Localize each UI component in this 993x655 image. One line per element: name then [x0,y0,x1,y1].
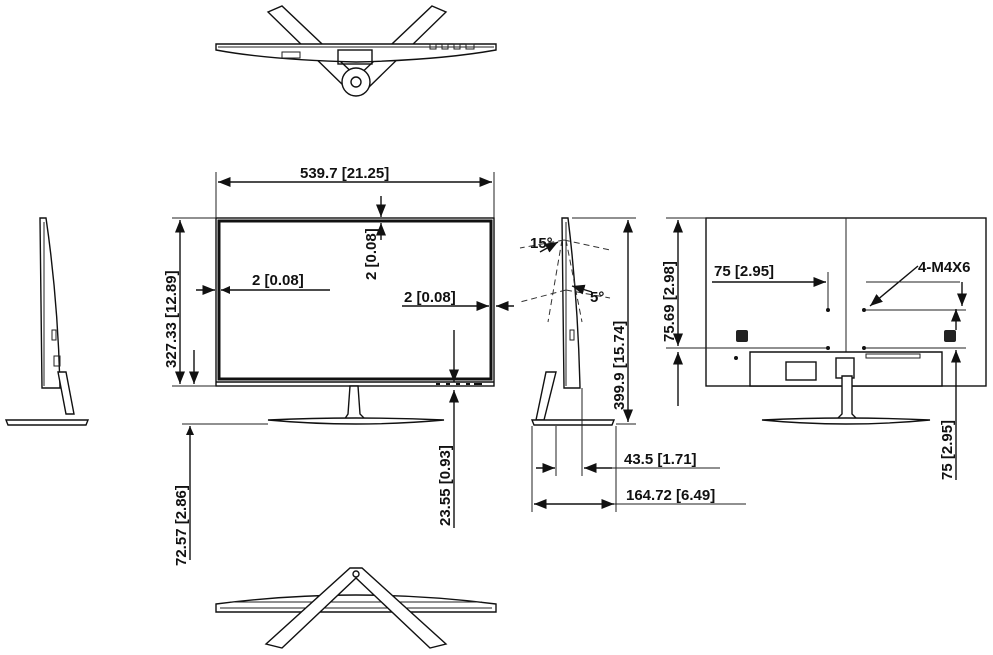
vesa-offset-label: 75.69 [2.98] [661,261,678,342]
top-view [215,5,497,97]
front-dimensions: 539.7 [21.25] 2 [0.08] 2 [0.08] 2 [0.08]… [163,165,514,566]
bezel-top-label: 2 [0.08] [363,228,380,280]
width-label: 539.7 [21.25] [300,165,389,182]
vesa-v-label: 75 [2.95] [939,420,956,480]
depth-panel-label: 43.5 [1.71] [624,451,697,468]
front-buttons [436,383,482,385]
front-view [215,217,495,425]
bezel-right-label: 2 [0.08] [404,289,456,306]
bottom-offset-label: 23.55 [0.93] [437,445,454,526]
left-side-view [4,217,90,426]
rear-view [705,217,987,425]
right-side-view [519,217,616,426]
height-upper-label: 327.33 [12.89] [163,270,180,368]
rear-dimensions: 75.69 [2.98] 75 [2.95] 4-M4X6 75 [2.95] [661,217,971,480]
tilt-forward-label: 5° [590,289,604,306]
screw-label: 4-M4X6 [918,259,971,276]
side-dimensions: 15° 5° 399.9 [15.74] 43.5 [1.71] 164.72 … [530,217,746,512]
stand-height-label: 72.57 [2.86] [173,485,190,566]
depth-total-label: 164.72 [6.49] [626,487,715,504]
bottom-view [215,567,497,649]
bezel-left-label: 2 [0.08] [252,272,304,289]
side-height-label: 399.9 [15.74] [611,321,628,410]
vesa-h-label: 75 [2.95] [714,263,774,280]
tilt-back-label: 15° [530,235,553,252]
